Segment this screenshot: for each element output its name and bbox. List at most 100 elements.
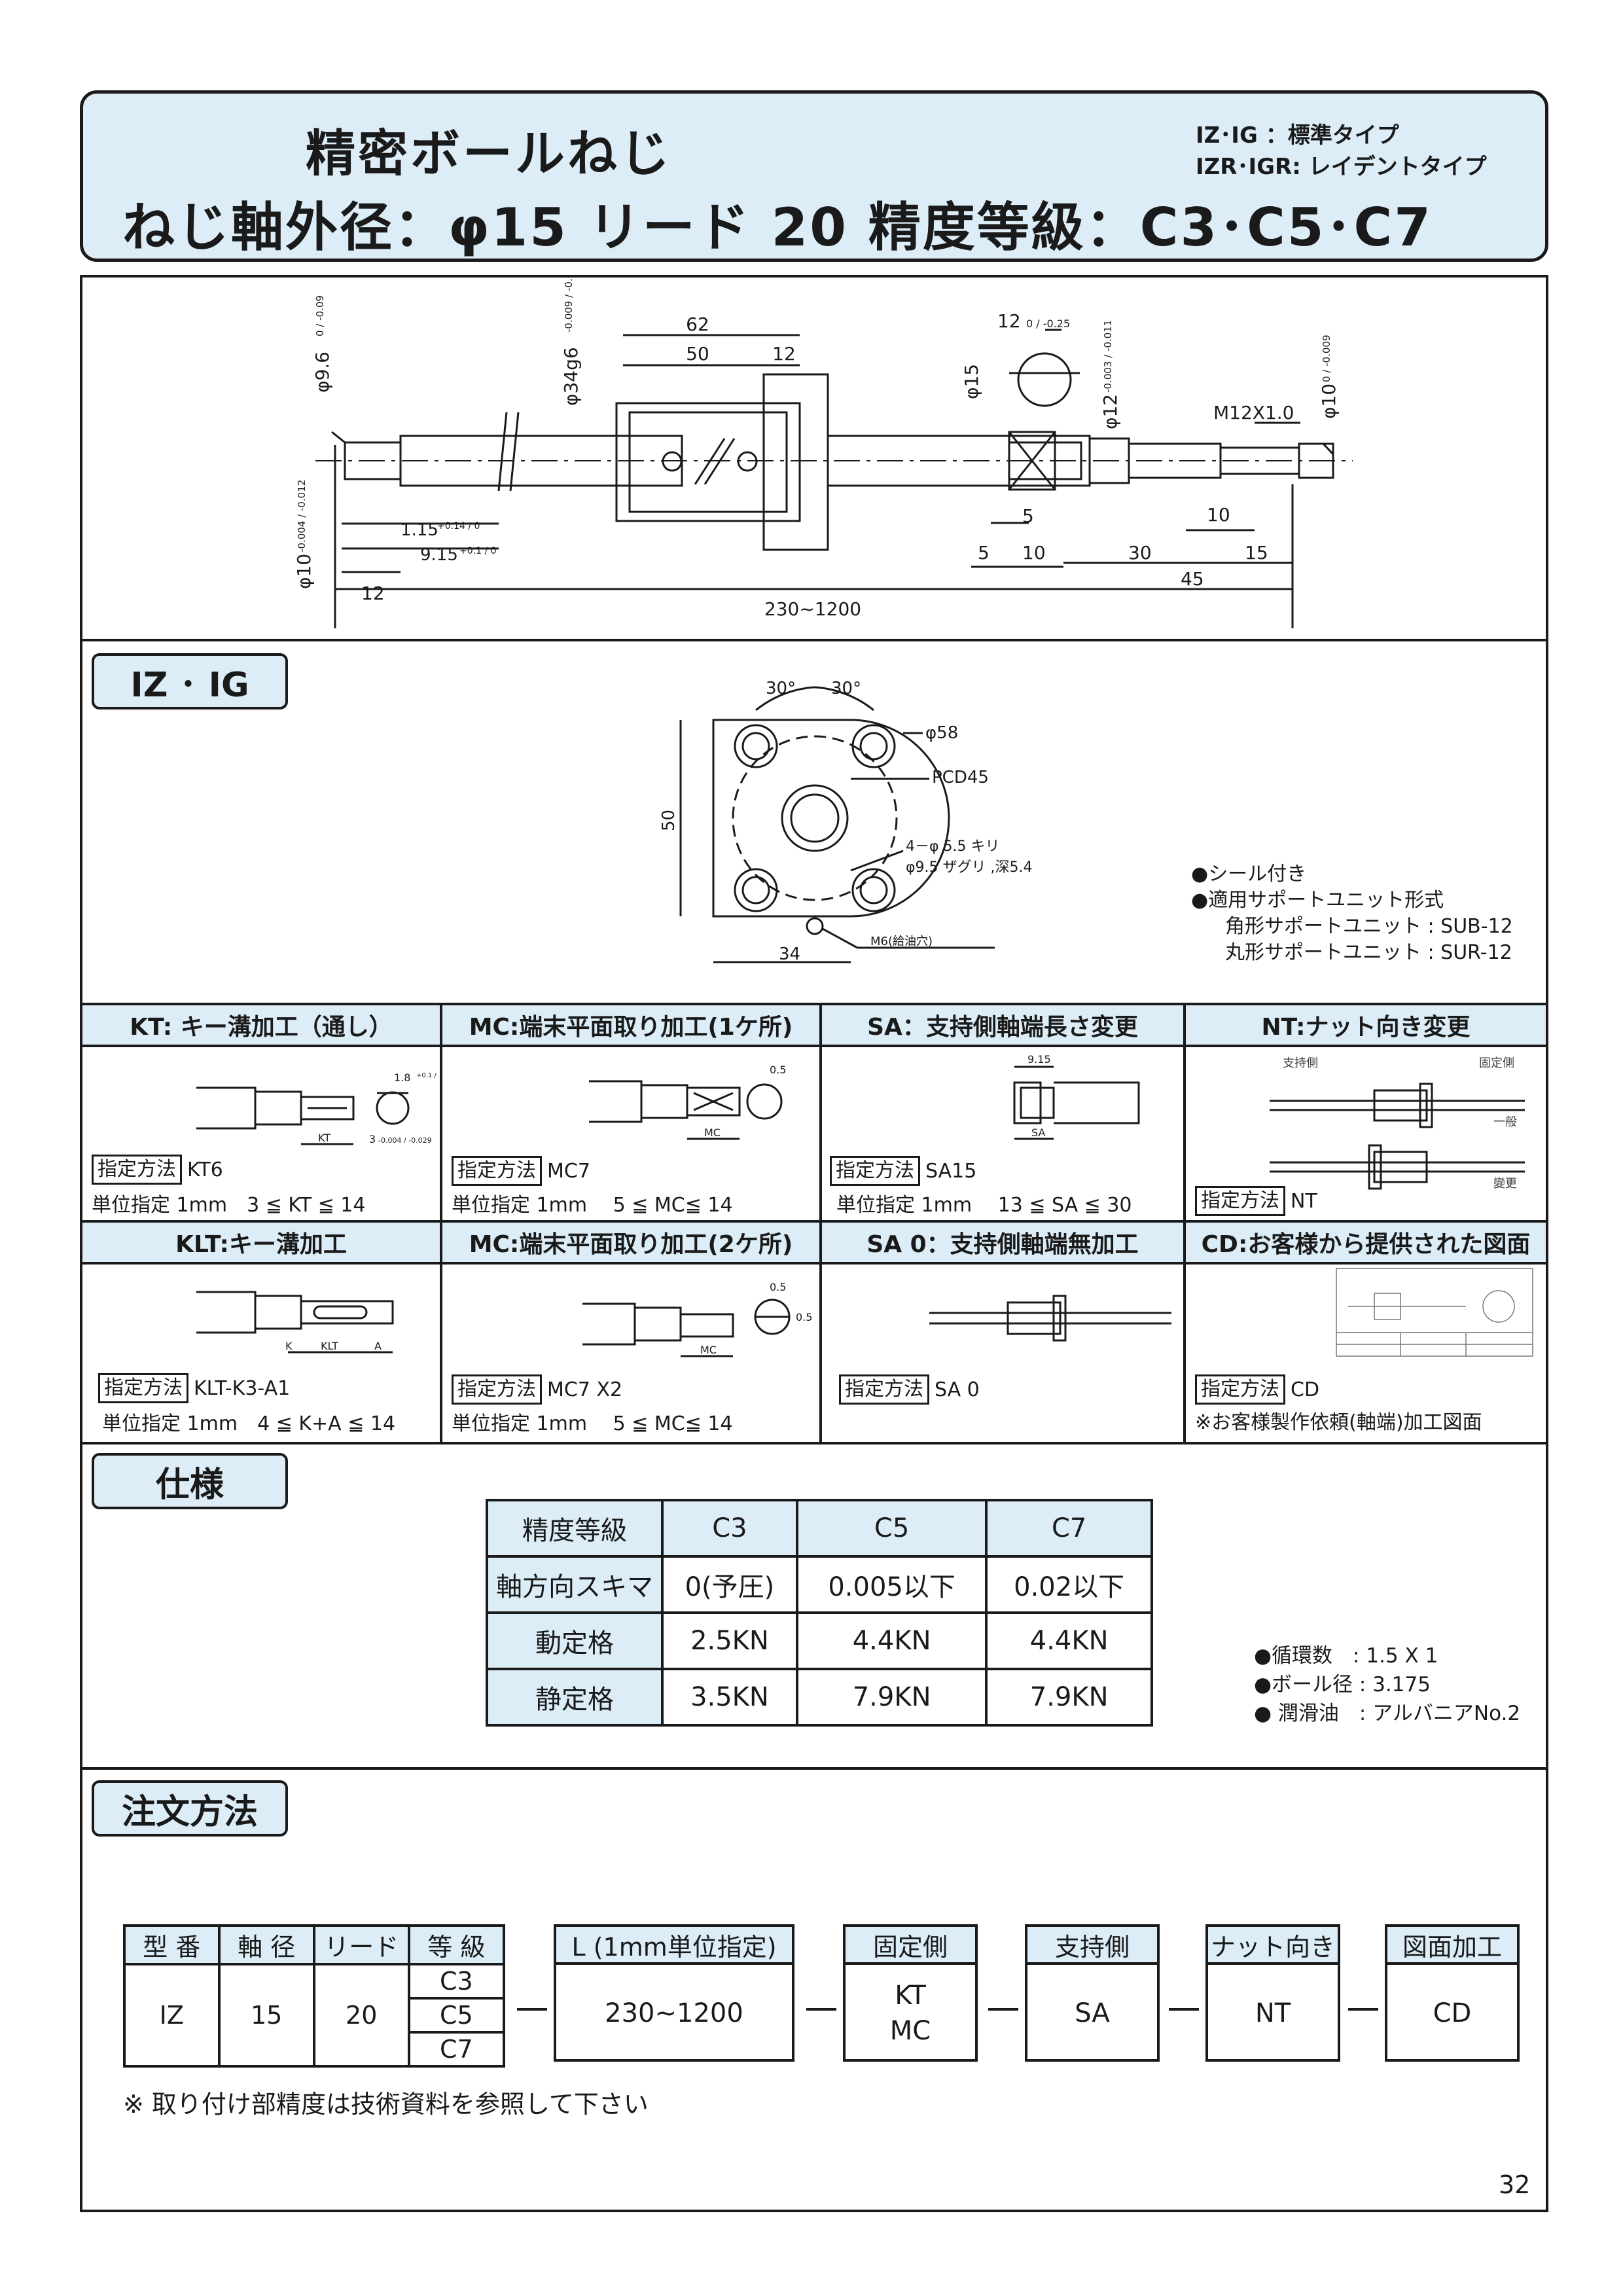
dim-30: 30 [1128, 542, 1152, 564]
nt-label-support: 支持側 [1283, 1056, 1318, 1070]
order-grade-c7: C7 [407, 2031, 506, 2068]
order-support-box: 支持側 SA [1025, 1924, 1160, 2062]
mc-d2: MC [704, 1126, 721, 1139]
spec-table: 精度等級 C3 C5 C7 軸方向スキマ 0(予圧) 0.005以下 0.02以… [486, 1499, 1153, 1727]
dim-12-shaft-tol: -0.003 / -0.011 [1102, 320, 1114, 393]
cd-drawing-thumbnail [1336, 1268, 1533, 1357]
spec-notes: ●循環数 : 1.5 X 1 ●ボール径 : 3.175 ● 潤滑油 : アルバ… [1254, 1641, 1520, 1728]
option-sa0-title: SA 0：支持側軸端無加工 [822, 1223, 1183, 1262]
option-mc2-title: MC:端末平面取り加工(2ケ所) [442, 1223, 819, 1262]
dim-34: φ34g6 [560, 347, 582, 406]
dim-96: φ9.6 [312, 351, 333, 393]
order-drawing: CD [1433, 1998, 1472, 2028]
spec-note: ●ボール径 : 3.175 [1254, 1673, 1431, 1696]
section-tag-iz-ig: IZ ･ IG [92, 653, 288, 709]
dim-5a: 5 [1022, 505, 1034, 527]
spec-cell: 4.4KN [985, 1611, 1153, 1670]
spec-cell: 0.02以下 [985, 1555, 1153, 1614]
flange-hole1: 4－φ 5.5 キリ [906, 838, 999, 855]
order-h-lead: リード [312, 1924, 410, 1965]
klt-drawing: K KLT A [196, 1291, 394, 1354]
order-grade-c3: C3 [407, 1963, 506, 2000]
klt-d3: A [374, 1340, 382, 1352]
sa0-drawing [929, 1295, 1171, 1342]
mc2-unit: 単位指定 1mm 5 ≦ MC≦ 14 [452, 1412, 733, 1435]
kt-d3-tol: -0.004 / -0.029 [378, 1136, 432, 1145]
note-round-unit: 丸形サポートユニット : SUR-12 [1225, 941, 1512, 964]
mc-drawing: 0.5 MC [589, 1064, 786, 1140]
kt-unit: 単位指定 1mm 3 ≦ KT ≦ 14 [92, 1194, 366, 1217]
spec-header-cell: C5 [795, 1499, 988, 1558]
flange-hole2: φ9.5 ザグリ ,深5.4 [906, 859, 1032, 876]
order-h-support: 支持側 [1027, 1927, 1157, 1965]
dim-5b: 5 [978, 542, 990, 564]
type-standard: IZ･IG ：標準タイプ [1196, 122, 1399, 149]
kt-d1: 1.8 [394, 1071, 410, 1084]
klt-d1: K [285, 1340, 293, 1352]
order-h-nut: ナット向き [1208, 1927, 1338, 1965]
dim-10a: 10 [1022, 542, 1046, 564]
order-h-length: L (1mm単位指定) [556, 1927, 792, 1965]
spec-cell: 0(予圧) [661, 1555, 798, 1614]
spec-header-cell: 精度等級 [486, 1499, 664, 1558]
flange-angle-2: 30° [831, 679, 861, 698]
order-drawing-box: 図面加工 CD [1385, 1924, 1520, 2062]
order-length: 230~1200 [605, 1998, 743, 2028]
dim-62: 62 [686, 314, 709, 335]
type-legend: IZ･IG ：標準タイプ IZR･IGR: レイデントタイプ [1196, 120, 1487, 183]
dim-12-025: 12 [997, 310, 1021, 332]
bullet-icon: ● [1191, 889, 1209, 912]
mc-d1: 0.5 [770, 1064, 786, 1076]
kt-drawing: 1.8 +0.1 / 0 KT 3 -0.004 / -0.029 [196, 1071, 438, 1145]
flange-angle-1: 30° [766, 679, 796, 698]
spec-cell: 静定格 [486, 1668, 664, 1727]
order-support: SA [1075, 1998, 1110, 2028]
dim-115: 1.15 [401, 520, 438, 540]
order-dia: 15 [217, 1963, 315, 2068]
spec-cell: 3.5KN [661, 1668, 798, 1727]
dim-length: 230~1200 [764, 598, 861, 620]
sa-d1: 9.15 [1027, 1053, 1051, 1066]
flange-w34: 34 [779, 944, 800, 964]
dim-12-025-tol: 0 / -0.25 [1026, 317, 1070, 330]
spec-cell: 7.9KN [985, 1668, 1153, 1727]
order-nut: NT [1255, 1998, 1291, 2028]
spec-cell: 動定格 [486, 1611, 664, 1670]
dim-34-tol: -0.009 / -0.025 [563, 275, 575, 332]
type-radiant: IZR･IGR: レイデントタイプ [1196, 154, 1487, 180]
order-model-table: 型 番 軸 径 リード 等 級 IZ 15 20 C3 C5 C7 [123, 1924, 506, 2068]
kt-d3: 3 [369, 1133, 376, 1145]
order-note: ※ 取り付け部精度は技術資料を参照して下さい [123, 2090, 649, 2119]
dim-10b: 10 [1207, 504, 1230, 526]
kt-d2: KT [318, 1132, 330, 1144]
dim-96-tol: 0 / -0.09 [314, 295, 326, 336]
dim-915-tol: +0.1 / 0 [459, 546, 497, 556]
note-support: 適用サポートユニット形式 [1208, 889, 1444, 912]
spec-header-cell: C7 [985, 1499, 1153, 1558]
ballscrew-drawing: 62 50 12 12 0 / -0.25 M12X1.0 1.15 +0.14… [293, 275, 1353, 628]
dim-10-left-tol: -0.004 / -0.012 [296, 480, 308, 552]
flange-pcd: PCD45 [932, 768, 989, 787]
dim-10-left: φ10 [293, 554, 315, 589]
divider [80, 1767, 1548, 1770]
flange-d58: φ58 [925, 723, 958, 743]
nt-label-normal: 一般 [1493, 1115, 1517, 1129]
option-klt-title: KLT:キー溝加工 [82, 1223, 440, 1262]
mc-unit: 単位指定 1mm 5 ≦ MC≦ 14 [452, 1194, 733, 1217]
sa-unit: 単位指定 1mm 13 ≦ SA ≦ 30 [836, 1194, 1132, 1217]
table-row: 静定格 3.5KN 7.9KN 7.9KN [486, 1668, 1153, 1727]
order-h-grade: 等 級 [407, 1924, 506, 1965]
mc2-d3: MC [700, 1344, 717, 1356]
option-kt-title: KT: キー溝加工（通し） [82, 1005, 440, 1045]
order-length-box: L (1mm単位指定) 230~1200 [554, 1924, 794, 2062]
content-frame [80, 275, 1548, 2212]
divider [80, 639, 1548, 641]
note-seal: シール付き [1208, 863, 1307, 886]
order-fixed-box: 固定側 KT MC [843, 1924, 978, 2062]
divider [80, 1442, 1548, 1444]
